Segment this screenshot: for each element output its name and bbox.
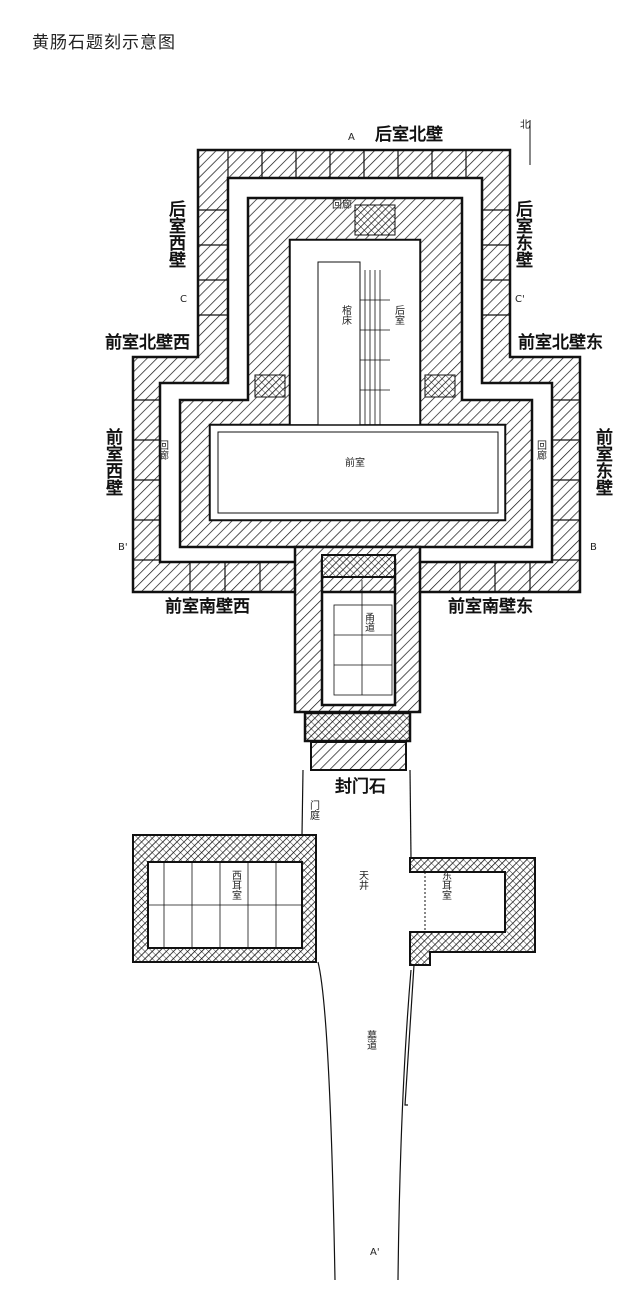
- label-courtyard: 天井: [357, 870, 369, 891]
- label-front-south-east: 前室南壁东: [448, 596, 533, 617]
- section-mark-b-prime: B': [118, 542, 128, 553]
- wall-joints: [133, 150, 580, 592]
- label-rear-west: 后室西壁: [165, 200, 186, 268]
- brick-patch: [254, 374, 286, 398]
- label-front-north-west: 前室北壁西: [105, 332, 190, 353]
- label-east-ear: 东耳室: [440, 869, 452, 900]
- label-gate-court: 门庭: [308, 799, 320, 821]
- section-mark-b: B: [590, 542, 597, 553]
- label-sealing-stone: 封门石: [335, 776, 386, 797]
- label-front-east: 前室东壁: [592, 427, 613, 496]
- label-front-south-west: 前室南壁西: [165, 596, 250, 617]
- label-corridor-east: 回廊: [535, 440, 547, 461]
- west-ear-floor: [148, 862, 302, 948]
- section-mark-c: C: [180, 294, 187, 305]
- front-chamber-floor: [217, 431, 499, 514]
- label-front-west: 前室西壁: [102, 427, 123, 496]
- west-ear-room: [132, 834, 317, 963]
- figure-title: 黄肠石题刻示意图: [32, 33, 176, 53]
- section-mark-c-prime: C': [515, 294, 525, 305]
- label-front-chamber: 前室: [345, 456, 365, 469]
- label-front-north-east: 前室北壁东: [518, 332, 603, 353]
- label-passage: 甬道: [363, 612, 375, 632]
- label-rear-chamber: 后室: [393, 305, 405, 325]
- east-ear-room: [409, 857, 536, 966]
- label-rear-east: 后室东壁: [512, 200, 533, 268]
- label-corridor-west: 回廊: [157, 440, 169, 461]
- label-tomb-path: 墓道: [365, 1029, 377, 1050]
- label-corridor-north: 回廊: [332, 198, 352, 211]
- tomb-path-west: [317, 961, 336, 1281]
- section-mark-a-prime: A': [370, 1247, 380, 1258]
- outer-wall: [131, 148, 582, 594]
- label-coffin-bed: 棺床: [340, 304, 352, 326]
- brick-patch: [354, 204, 396, 236]
- section-mark-a: A: [348, 132, 355, 143]
- passage-blocking: [321, 554, 396, 578]
- passage-walls: [293, 545, 422, 714]
- sealing-stone: [303, 711, 412, 743]
- coffin-bed: [317, 261, 361, 426]
- label-rear-north: 后室北壁: [375, 124, 443, 145]
- brick-patch: [424, 374, 456, 398]
- label-west-ear: 西耳室: [230, 870, 242, 900]
- floor-lines: [360, 270, 390, 425]
- front-chamber: [209, 424, 506, 521]
- tomb-path-east: [404, 964, 415, 1106]
- north-label: 北: [520, 119, 530, 131]
- sealing-stone-lower: [310, 741, 407, 771]
- passage-floor: [333, 580, 393, 696]
